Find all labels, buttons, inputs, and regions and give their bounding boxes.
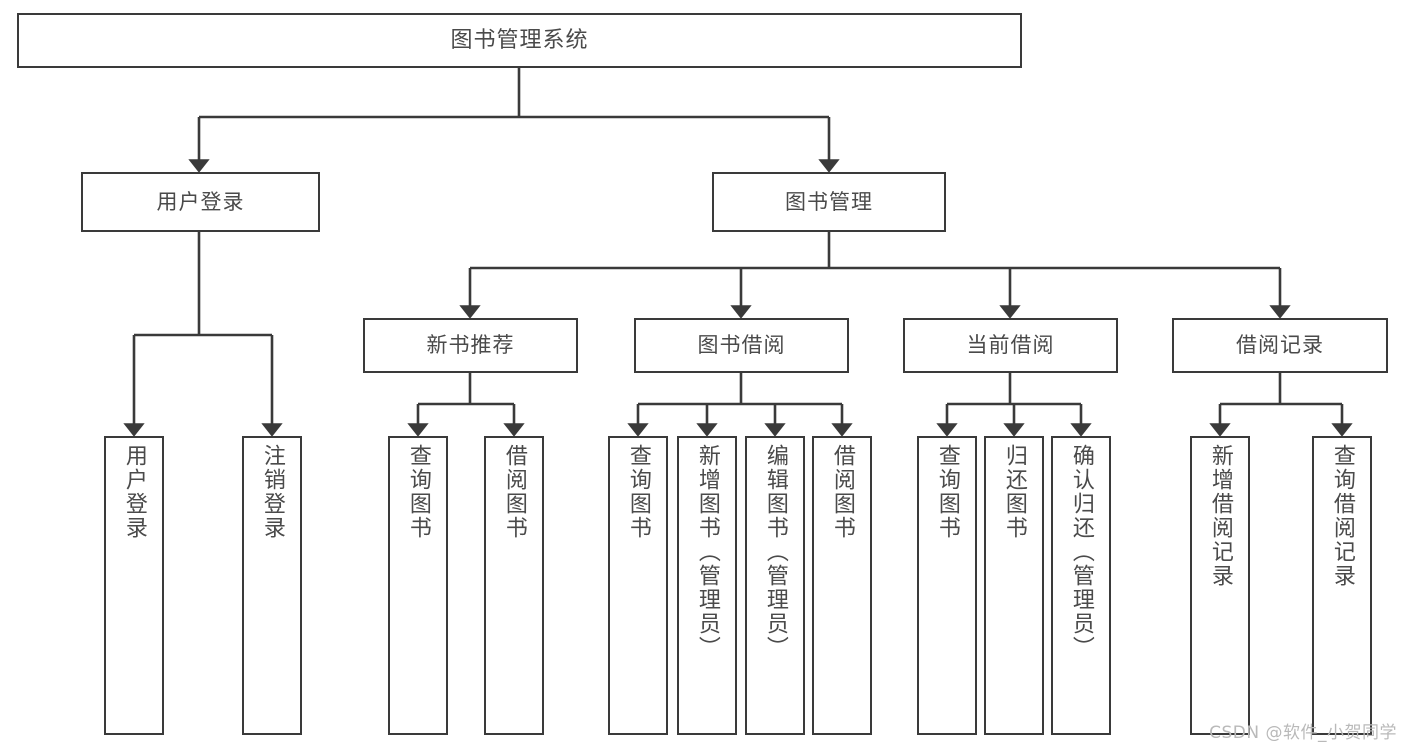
node-book-manage-label: 图书管理 (785, 189, 873, 214)
node-leaf-confirm-return[interactable]: 确认归还（管理员） (1051, 436, 1111, 735)
node-borrow-record-label: 借阅记录 (1236, 333, 1324, 358)
node-borrow-record[interactable]: 借阅记录 (1172, 318, 1388, 373)
node-leaf-borrow-book-rec-label: 借阅图书 (501, 444, 527, 540)
node-leaf-return-book-label: 归还图书 (1001, 444, 1027, 540)
node-leaf-add-book-label: 新增图书（管理员） (694, 444, 720, 660)
node-leaf-logout[interactable]: 注销登录 (242, 436, 302, 735)
node-new-book-rec-label: 新书推荐 (426, 333, 515, 358)
node-book-borrow[interactable]: 图书借阅 (634, 318, 849, 373)
node-root-label: 图书管理系统 (450, 27, 589, 53)
node-leaf-edit-book-label: 编辑图书（管理员） (762, 444, 788, 660)
node-book-manage[interactable]: 图书管理 (712, 172, 946, 232)
node-root[interactable]: 图书管理系统 (17, 13, 1022, 68)
node-leaf-query-book-current-label: 查询图书 (934, 444, 960, 540)
node-book-borrow-label: 图书借阅 (697, 333, 786, 358)
node-leaf-add-book[interactable]: 新增图书（管理员） (677, 436, 737, 735)
node-leaf-query-borrow-record[interactable]: 查询借阅记录 (1312, 436, 1372, 735)
node-current-borrow-label: 当前借阅 (966, 333, 1055, 358)
node-leaf-add-borrow-record-label: 新增借阅记录 (1207, 444, 1233, 588)
node-user-login[interactable]: 用户登录 (81, 172, 320, 232)
node-leaf-logout-label: 注销登录 (259, 444, 285, 540)
node-leaf-query-book-borrow-label: 查询图书 (625, 444, 651, 540)
node-leaf-user-login-label: 用户登录 (121, 444, 147, 540)
node-leaf-confirm-return-label: 确认归还（管理员） (1068, 444, 1094, 660)
node-user-login-label: 用户登录 (156, 189, 245, 214)
node-leaf-query-book-rec-label: 查询图书 (405, 444, 431, 540)
node-leaf-borrow-book[interactable]: 借阅图书 (812, 436, 872, 735)
node-leaf-query-book-rec[interactable]: 查询图书 (388, 436, 448, 735)
node-leaf-borrow-book-label: 借阅图书 (829, 444, 855, 540)
node-leaf-edit-book[interactable]: 编辑图书（管理员） (745, 436, 805, 735)
node-leaf-return-book[interactable]: 归还图书 (984, 436, 1044, 735)
node-leaf-query-book-current[interactable]: 查询图书 (917, 436, 977, 735)
node-current-borrow[interactable]: 当前借阅 (903, 318, 1118, 373)
node-leaf-borrow-book-rec[interactable]: 借阅图书 (484, 436, 544, 735)
node-leaf-add-borrow-record[interactable]: 新增借阅记录 (1190, 436, 1250, 735)
node-new-book-rec[interactable]: 新书推荐 (363, 318, 578, 373)
node-leaf-user-login[interactable]: 用户登录 (104, 436, 164, 735)
node-leaf-query-book-borrow[interactable]: 查询图书 (608, 436, 668, 735)
node-leaf-query-borrow-record-label: 查询借阅记录 (1329, 444, 1355, 588)
watermark: CSDN @软件_小贺同学 (1209, 723, 1397, 743)
